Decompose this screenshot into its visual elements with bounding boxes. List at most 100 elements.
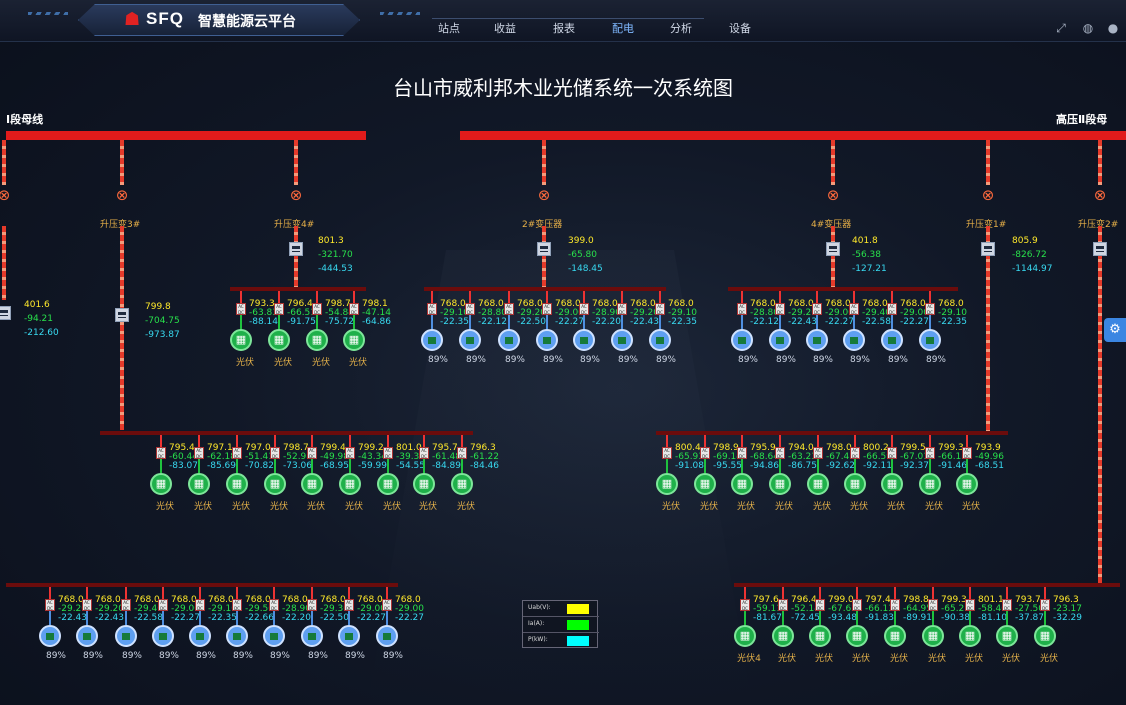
inverter-icon[interactable]: AC DC [1040,599,1050,611]
pv-panel-icon[interactable]: ▦ [919,473,941,495]
inverter-icon[interactable]: AC DC [617,303,627,315]
inverter-icon[interactable]: AC DC [307,447,317,459]
inverter-icon[interactable]: AC DC [236,303,246,315]
battery-icon[interactable] [39,625,61,647]
transformer-icon[interactable]: ⊗ [1093,186,1107,204]
inverter-icon[interactable]: AC DC [925,447,935,459]
battery-icon[interactable] [611,329,633,351]
power-meter-icon[interactable] [826,242,840,256]
battery-icon[interactable] [263,625,285,647]
pv-panel-icon[interactable]: ▦ [301,473,323,495]
power-meter-icon[interactable] [981,242,995,256]
inverter-icon[interactable]: AC DC [194,447,204,459]
nav-item-revenue[interactable]: 收益 [494,22,516,35]
battery-icon[interactable] [226,625,248,647]
nav-item-devices[interactable]: 设备 [729,22,751,35]
pv-panel-icon[interactable]: ▦ [846,625,868,647]
battery-icon[interactable] [573,329,595,351]
pv-panel-icon[interactable]: ▦ [956,473,978,495]
battery-icon[interactable] [649,329,671,351]
inverter-icon[interactable]: AC DC [887,447,897,459]
inverter-icon[interactable]: AC DC [382,599,392,611]
settings-gear-button[interactable]: ⚙ [1104,318,1126,342]
inverter-icon[interactable]: AC DC [232,599,242,611]
inverter-icon[interactable]: AC DC [195,599,205,611]
inverter-icon[interactable]: AC DC [158,599,168,611]
battery-icon[interactable] [115,625,137,647]
inverter-icon[interactable]: AC DC [815,599,825,611]
globe-icon[interactable]: ◍ [1082,21,1094,35]
inverter-icon[interactable]: AC DC [812,303,822,315]
battery-icon[interactable] [498,329,520,351]
inverter-icon[interactable]: AC DC [849,303,859,315]
inverter-icon[interactable]: AC DC [465,303,475,315]
inverter-icon[interactable]: AC DC [962,447,972,459]
pv-panel-icon[interactable]: ▦ [881,473,903,495]
inverter-icon[interactable]: AC DC [232,447,242,459]
inverter-icon[interactable]: AC DC [82,599,92,611]
battery-icon[interactable] [806,329,828,351]
inverter-icon[interactable]: AC DC [813,447,823,459]
inverter-icon[interactable]: AC DC [852,599,862,611]
pv-panel-icon[interactable]: ▦ [731,473,753,495]
battery-icon[interactable] [731,329,753,351]
inverter-icon[interactable]: AC DC [700,447,710,459]
nav-item-analysis[interactable]: 分析 [670,22,692,35]
battery-icon[interactable] [421,329,443,351]
inverter-icon[interactable]: AC DC [737,303,747,315]
power-meter-icon[interactable] [289,242,303,256]
battery-icon[interactable] [881,329,903,351]
transformer-icon[interactable]: ⊗ [981,186,995,204]
pv-panel-icon[interactable]: ▦ [807,473,829,495]
inverter-icon[interactable]: AC DC [737,447,747,459]
battery-icon[interactable] [769,329,791,351]
pv-panel-icon[interactable]: ▦ [809,625,831,647]
nav-item-distribution[interactable]: 配电 [612,22,634,35]
pv-panel-icon[interactable]: ▦ [150,473,172,495]
pv-panel-icon[interactable]: ▦ [656,473,678,495]
pv-panel-icon[interactable]: ▦ [343,329,365,351]
inverter-icon[interactable]: AC DC [662,447,672,459]
pv-panel-icon[interactable]: ▦ [884,625,906,647]
fullscreen-icon[interactable]: ⤢ [1056,21,1066,35]
inverter-icon[interactable]: AC DC [928,599,938,611]
inverter-icon[interactable]: AC DC [419,447,429,459]
pv-panel-icon[interactable]: ▦ [734,625,756,647]
battery-icon[interactable] [338,625,360,647]
transformer-icon[interactable]: ⊗ [289,186,303,204]
inverter-icon[interactable]: AC DC [307,599,317,611]
inverter-icon[interactable]: AC DC [655,303,665,315]
inverter-icon[interactable]: AC DC [775,447,785,459]
battery-icon[interactable] [459,329,481,351]
transformer-icon[interactable]: ⊗ [115,186,129,204]
inverter-icon[interactable]: AC DC [740,599,750,611]
battery-icon[interactable] [536,329,558,351]
inverter-icon[interactable]: AC DC [121,599,131,611]
pv-panel-icon[interactable]: ▦ [230,329,252,351]
pv-panel-icon[interactable]: ▦ [694,473,716,495]
transformer-icon[interactable]: ⊗ [826,186,840,204]
inverter-icon[interactable]: AC DC [457,447,467,459]
pv-panel-icon[interactable]: ▦ [996,625,1018,647]
inverter-icon[interactable]: AC DC [890,599,900,611]
power-meter-icon[interactable] [537,242,551,256]
pv-panel-icon[interactable]: ▦ [226,473,248,495]
pv-panel-icon[interactable]: ▦ [959,625,981,647]
battery-icon[interactable] [376,625,398,647]
inverter-icon[interactable]: AC DC [383,447,393,459]
pv-panel-icon[interactable]: ▦ [413,473,435,495]
battery-icon[interactable] [301,625,323,647]
inverter-icon[interactable]: AC DC [427,303,437,315]
battery-icon[interactable] [189,625,211,647]
battery-icon[interactable] [76,625,98,647]
transformer-icon[interactable]: ⊗ [0,186,11,204]
pv-panel-icon[interactable]: ▦ [377,473,399,495]
pv-panel-icon[interactable]: ▦ [188,473,210,495]
inverter-icon[interactable]: AC DC [504,303,514,315]
inverter-icon[interactable]: AC DC [349,303,359,315]
inverter-icon[interactable]: AC DC [269,599,279,611]
pv-panel-icon[interactable]: ▦ [306,329,328,351]
inverter-icon[interactable]: AC DC [850,447,860,459]
pv-panel-icon[interactable]: ▦ [268,329,290,351]
pv-panel-icon[interactable]: ▦ [769,473,791,495]
